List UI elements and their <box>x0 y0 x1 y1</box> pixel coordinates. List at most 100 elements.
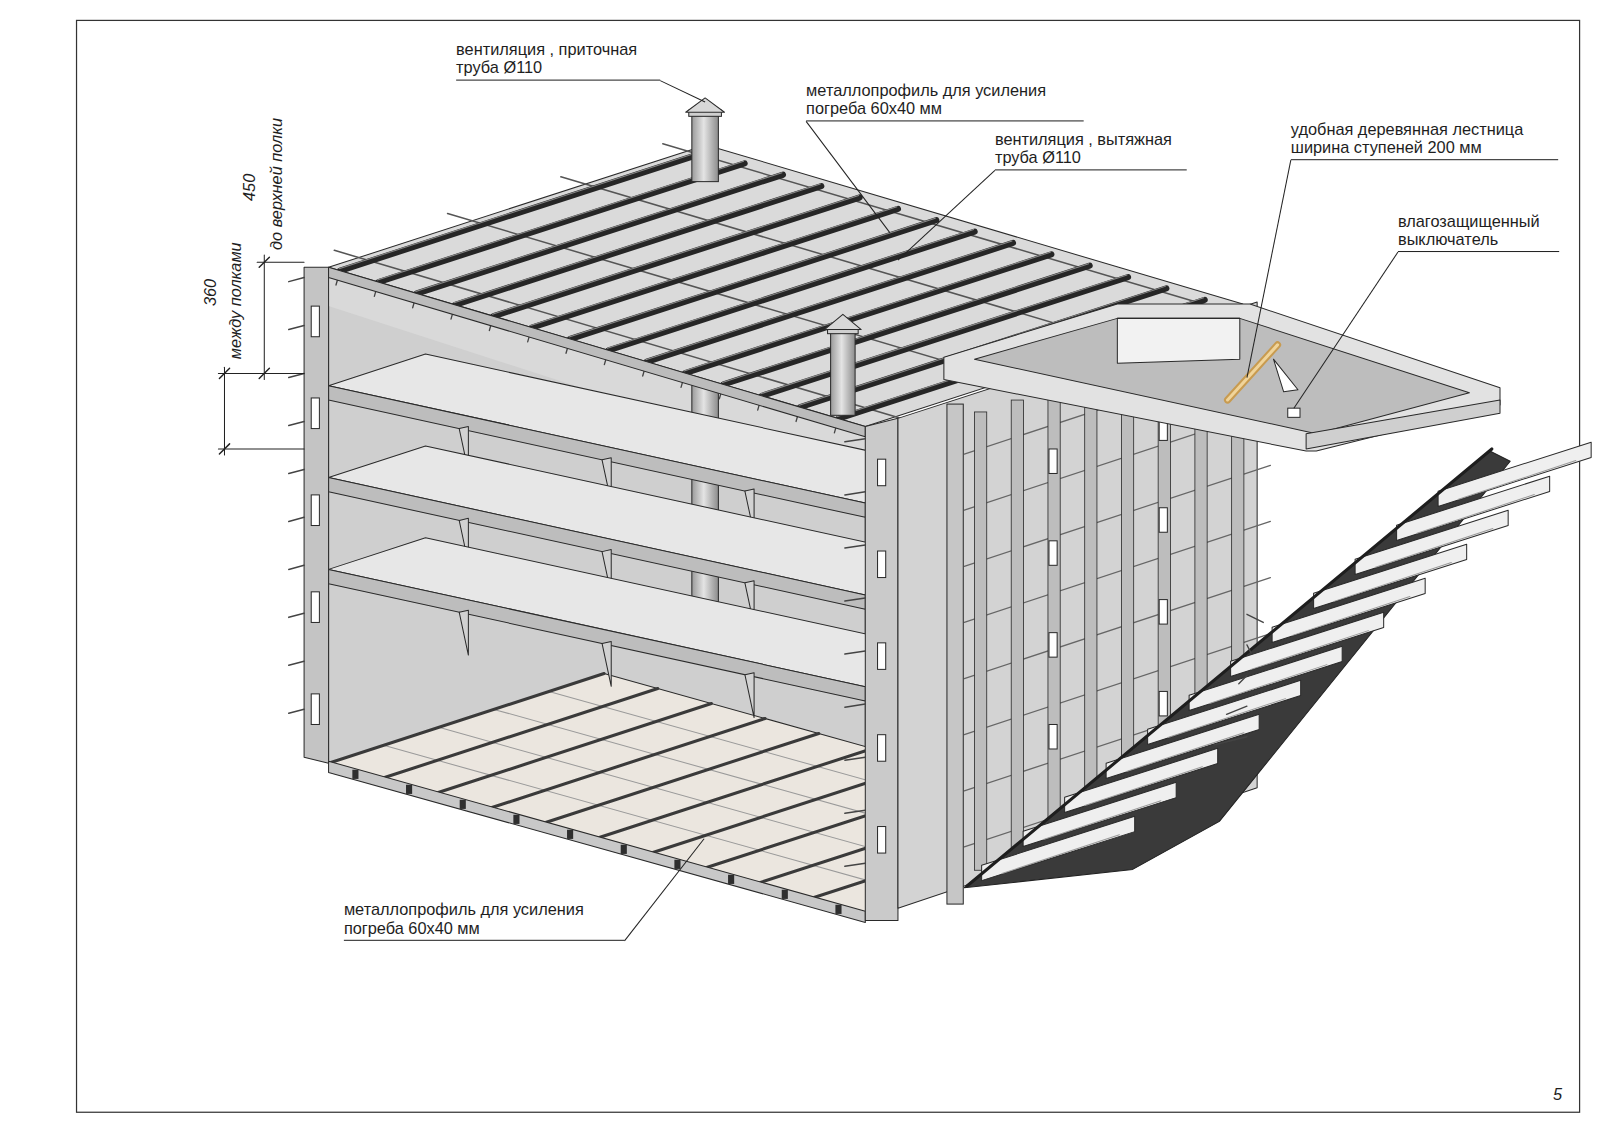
side-rebar <box>964 465 1270 566</box>
side-slot <box>1159 691 1167 715</box>
wooden-ladder <box>1228 345 1278 400</box>
rebar-spike <box>289 661 304 665</box>
roof-profile-highlight <box>454 184 820 303</box>
leader-line <box>806 121 890 232</box>
rebar-spike <box>845 810 865 813</box>
post-slot <box>878 827 886 854</box>
roof-profile-highlight <box>416 173 782 292</box>
rib-slot <box>621 845 627 854</box>
cellar-body <box>289 98 1591 922</box>
roof-profile <box>455 186 821 305</box>
dimension-tick <box>259 368 269 378</box>
rib-slot <box>352 770 358 779</box>
intake-pipe <box>692 114 719 181</box>
rib-slot <box>835 905 841 914</box>
callout-label: металлопрофиль для усиления погреба 60х4… <box>344 901 625 941</box>
rib-slot <box>567 830 573 839</box>
rib-slot <box>406 785 412 794</box>
step-groove <box>1417 495 1534 534</box>
pipe-cap <box>824 314 861 329</box>
ladder-bracket <box>1273 359 1297 392</box>
panel-slot <box>311 694 319 725</box>
side-slot <box>1049 633 1057 657</box>
extension-line <box>218 448 304 449</box>
hatch-opening <box>974 318 1469 433</box>
dimension-note: до верхней полки <box>267 118 286 250</box>
dimension-line <box>224 367 225 455</box>
side-slot <box>1159 508 1167 532</box>
hatch-lip <box>1306 400 1500 449</box>
leader-line <box>660 81 705 102</box>
step-groove <box>1334 563 1451 602</box>
rebar-spike <box>1214 737 1247 745</box>
shelf-bracket <box>602 641 611 686</box>
rebar-spike <box>289 469 304 473</box>
side-post <box>947 404 963 904</box>
post-slot <box>878 551 886 578</box>
rebar-spike <box>289 421 304 425</box>
extension-line <box>218 373 304 374</box>
dimension-tick <box>219 368 229 378</box>
step-groove <box>1459 461 1576 500</box>
side-rebar <box>964 578 1270 679</box>
front-post <box>865 418 898 920</box>
callout-label: вентиляция , вытяжная труба Ø110 <box>995 131 1187 171</box>
step-groove <box>1376 529 1493 568</box>
panel-slot <box>311 592 319 623</box>
side-profile <box>1011 400 1023 858</box>
leader-lines <box>624 81 1397 941</box>
roof-profile-highlight <box>646 241 1012 360</box>
rebar-spike <box>845 545 865 548</box>
side-rebar <box>964 521 1270 622</box>
post-slot <box>878 735 886 762</box>
stair-stringer <box>967 449 1491 886</box>
roof-profile <box>647 243 1013 362</box>
rebar-spike <box>289 565 304 569</box>
rebar-spike <box>845 863 865 866</box>
sheet-frame <box>77 20 1580 1112</box>
rebar-spike <box>845 492 865 495</box>
roof-profile <box>378 163 744 282</box>
callout-label: влагозащищенный выключатель <box>1398 212 1559 252</box>
side-slot <box>1049 449 1057 473</box>
rebar-spike <box>289 517 304 521</box>
rebar-spike <box>1247 645 1251 653</box>
rebar-spike <box>289 278 304 282</box>
roof-profile <box>417 175 783 294</box>
callout-label: металлопрофиль для усиления погреба 60х4… <box>806 82 1084 122</box>
roof-profile-highlight <box>492 195 858 314</box>
rebar-spike <box>289 709 304 713</box>
rebar-spike <box>1247 614 1263 622</box>
roof-profile-highlight <box>339 150 705 269</box>
rib-slot <box>674 860 680 869</box>
dimension-tick <box>219 444 229 454</box>
roof-profile <box>608 232 974 351</box>
rebar-spike <box>845 757 865 760</box>
dimension-note: между полками <box>227 242 246 359</box>
rebar-spike <box>1239 676 1247 684</box>
roof-profile-highlight <box>377 161 743 280</box>
rebar-spike <box>289 373 304 377</box>
wooden-ladder-highlight <box>1228 345 1278 400</box>
pipe-cap <box>686 98 725 112</box>
post-slot <box>878 459 886 486</box>
leader-line <box>1247 160 1291 377</box>
side-slot <box>1049 541 1057 565</box>
exhaust-pipe <box>831 332 855 416</box>
panel-slot <box>311 398 319 429</box>
roof-profile-highlight <box>531 207 897 326</box>
rib-slot <box>513 815 519 824</box>
rib-slot <box>460 800 466 809</box>
shelf-bracket <box>459 610 468 655</box>
floor-grid-line <box>384 745 921 895</box>
side-profile <box>1085 376 1097 833</box>
callout-label: удобная деревянная лестница ширина ступе… <box>1291 120 1558 160</box>
step-groove <box>1293 597 1410 636</box>
switch-symbol <box>1288 408 1300 417</box>
dimension-line <box>264 255 265 379</box>
post-slot <box>878 643 886 670</box>
rebar-spike <box>1227 706 1247 714</box>
rib-slot <box>728 875 734 884</box>
roof-profile <box>493 197 859 316</box>
